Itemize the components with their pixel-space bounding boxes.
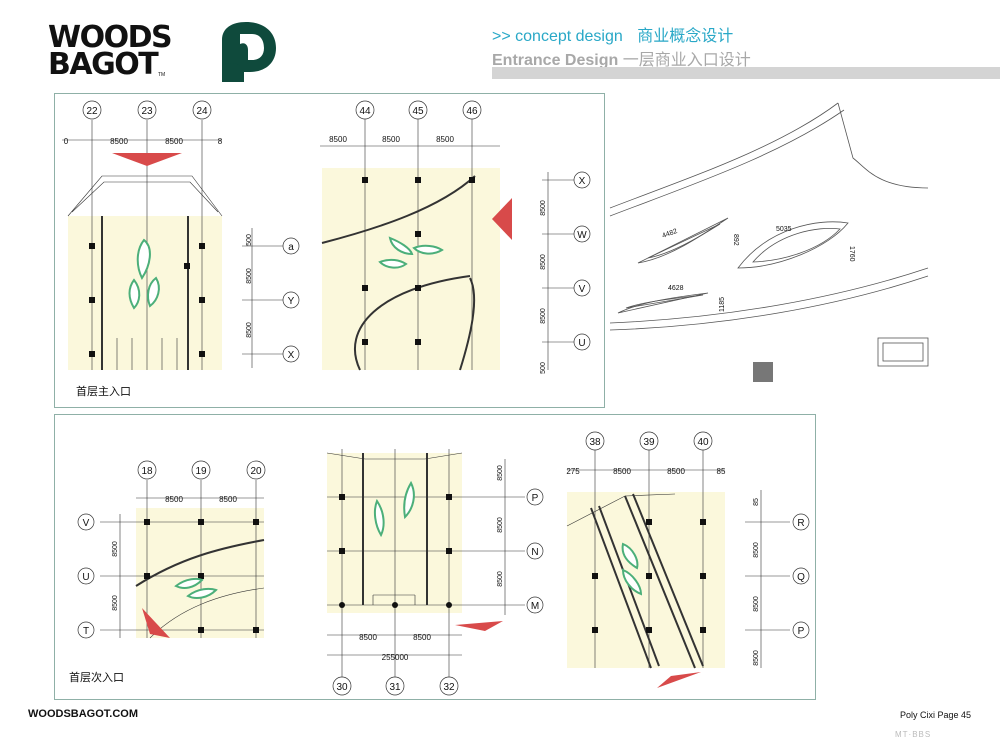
- plan-a-row-label: X: [288, 350, 295, 361]
- plan-e-secondary-entrance: P N M 30 31 32 8500 8500 255000 8500 850…: [326, 449, 544, 696]
- plan-e-dim: 8500: [413, 633, 431, 642]
- plan-e-row-dim: 8500: [497, 517, 504, 533]
- page-number: Poly Cixi Page 45: [900, 710, 972, 720]
- plan-e-grid-label: 32: [443, 682, 455, 693]
- logo-trademark: TM: [158, 72, 166, 78]
- plan-d-row-label: U: [82, 572, 89, 583]
- plan-f-row-label: R: [797, 518, 804, 529]
- main-entrance-label: 首层主入口: [76, 386, 131, 398]
- plan-a-dim: 8500: [110, 137, 128, 146]
- plan-b-dim: 8500: [329, 135, 347, 144]
- plan-a-dim: 8500: [165, 137, 183, 146]
- plan-d-grid-label: 18: [141, 466, 153, 477]
- plan-d-dim: 8500: [219, 495, 237, 504]
- plan-d-row-label: V: [83, 518, 90, 529]
- plan-d-secondary-entrance: 18 19 20 8500 8500 V U T 8500 8500: [77, 460, 266, 639]
- plan-b-grid-label: 45: [412, 106, 424, 117]
- plan-a-row-label: Y: [288, 296, 295, 307]
- subtitle-en: Entrance Design: [492, 52, 619, 69]
- plan-c-dim: 892: [732, 234, 739, 246]
- plan-b-main-entrance: 44 45 46 8500 8500 8500 X W V U 8500 850…: [320, 100, 591, 374]
- plan-d-dim: 8500: [165, 495, 183, 504]
- plan-e-row-label: N: [531, 547, 538, 558]
- logo-line-2: BAGOT: [48, 47, 159, 82]
- plan-e-row-dim: 8500: [497, 571, 504, 587]
- plan-a-dim: 8: [218, 137, 223, 146]
- plan-c-dim: 4628: [668, 285, 684, 292]
- plan-d-row-dim: 8500: [112, 541, 119, 557]
- secondary-entrance-label: 首层次入口: [69, 672, 124, 684]
- woods-bagot-logo: WOODS BAGOT: [48, 20, 173, 82]
- plan-a-grid-label: 22: [86, 106, 98, 117]
- plan-b-row-label: U: [578, 338, 585, 349]
- plan-f-dim: 275: [566, 467, 580, 476]
- plan-f-row-label: P: [798, 626, 805, 637]
- plan-b-dim: 8500: [382, 135, 400, 144]
- plan-c-dim: 1760: [848, 246, 855, 262]
- plan-b-row-label: V: [579, 284, 586, 295]
- website-link: WOODSBAGOT.COM: [28, 708, 138, 720]
- plan-e-row-label: P: [532, 493, 539, 504]
- plan-f-dim: 8500: [613, 467, 631, 476]
- section-subtitle: Entrance Design 一层商业入口设计: [492, 46, 751, 70]
- plan-e-dim: 255000: [382, 653, 409, 662]
- section-title: >> concept design 商业概念设计: [492, 22, 733, 46]
- plan-f-row-label: Q: [797, 572, 805, 583]
- plan-b-grid-label: 44: [359, 106, 371, 117]
- plan-d-grid-label: 19: [195, 466, 207, 477]
- plan-a-row-dim: 8500: [246, 268, 253, 284]
- plan-a-row-label: a: [288, 242, 294, 253]
- plan-f-row-dim: 8500: [753, 596, 760, 612]
- plan-f-grid-label: 39: [643, 437, 655, 448]
- plan-b-dim: 8500: [436, 135, 454, 144]
- plan-a-main-entrance: 22 23 24 0 8500 8500 8 a Y X 500 8500 85…: [62, 100, 300, 370]
- plan-b-row-dim: 8500: [540, 254, 547, 270]
- title-bar: [492, 67, 1000, 79]
- plan-e-grid-label: 30: [336, 682, 348, 693]
- plan-f-grid-label: 38: [589, 437, 601, 448]
- plan-b-row-dim: 8500: [540, 308, 547, 324]
- logo-line-1: WOODS: [48, 20, 173, 55]
- title-cn: 商业概念设计: [637, 28, 734, 45]
- plan-b-row-dim: 8500: [540, 200, 547, 216]
- plan-f-dim: 8500: [667, 467, 685, 476]
- plan-c-dim: 4482: [661, 228, 678, 240]
- plan-f-grid-label: 40: [697, 437, 709, 448]
- plan-a-grid-label: 24: [196, 106, 208, 117]
- plan-e-row-label: M: [531, 601, 539, 612]
- plan-a-dim: 0: [64, 137, 69, 146]
- plan-a-row-dim: 500: [246, 234, 253, 246]
- subtitle-cn: 一层商业入口设计: [622, 52, 751, 69]
- plan-d-grid-label: 20: [250, 466, 262, 477]
- plan-c-canopy: 4482 5035 1760 892 4628 1185: [609, 102, 929, 382]
- plan-b-grid-label: 46: [466, 106, 478, 117]
- plan-d-row-dim: 8500: [112, 595, 119, 611]
- plan-c-dim: 1185: [719, 297, 726, 312]
- plan-c-dim: 5035: [776, 226, 792, 233]
- plan-a-grid-label: 23: [141, 106, 153, 117]
- title-en: concept design: [515, 28, 623, 45]
- plan-f-row-dim: 85: [753, 498, 760, 506]
- watermark: MT·BBS: [895, 730, 932, 739]
- poly-logo-icon: [222, 22, 276, 82]
- plan-e-row-dim: 8500: [497, 465, 504, 481]
- plan-e-dim: 8500: [359, 633, 377, 642]
- plan-e-grid-label: 31: [389, 682, 401, 693]
- plan-a-row-dim: 8500: [246, 322, 253, 338]
- plan-f-dim: 85: [717, 467, 726, 476]
- plan-b-row-dim: 500: [540, 362, 547, 374]
- plan-f-row-dim: 8500: [753, 650, 760, 666]
- plan-f-row-dim: 8500: [753, 542, 760, 558]
- plan-b-row-label: X: [579, 176, 586, 187]
- title-prefix: >>: [492, 28, 511, 45]
- plan-d-row-label: T: [83, 626, 89, 637]
- plan-b-row-label: W: [577, 230, 587, 241]
- plan-f-secondary-entrance: 38 39 40 275 8500 8500 85 R Q P 85 8500 …: [566, 431, 810, 688]
